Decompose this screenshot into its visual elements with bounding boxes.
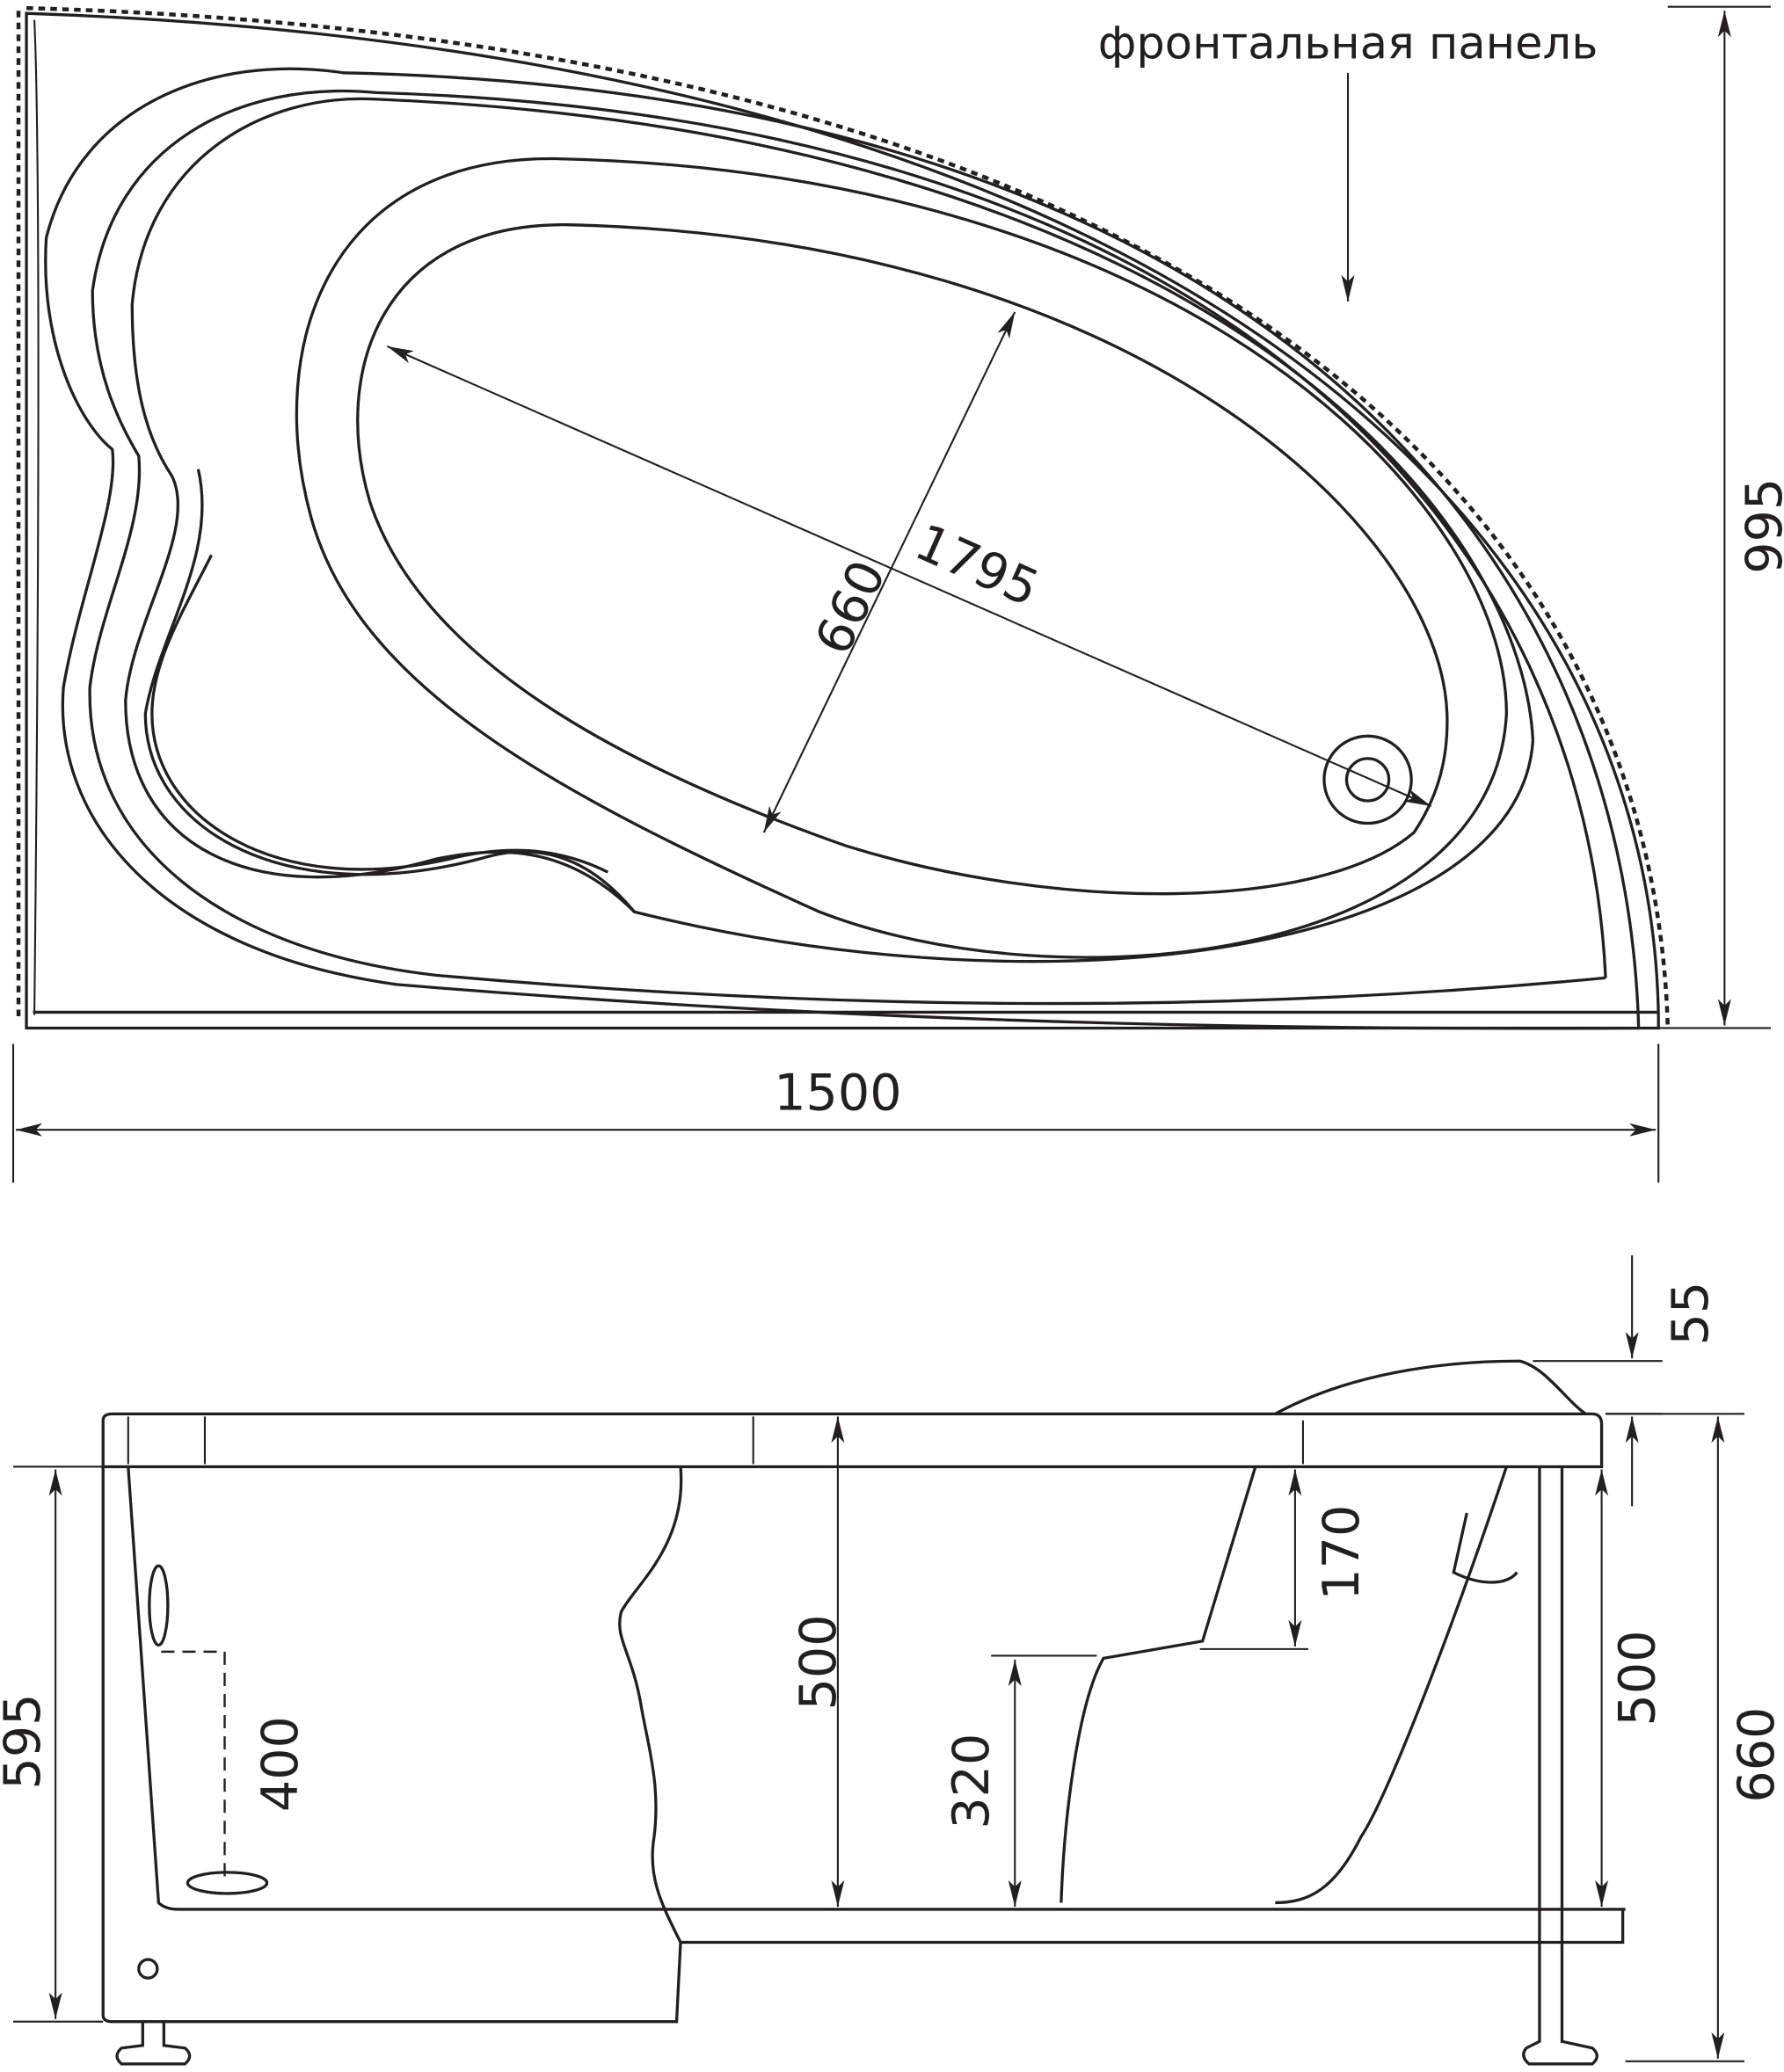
front-panel-label: фронтальная панель	[1098, 18, 1598, 69]
drain-outer	[1322, 734, 1413, 825]
basin-bottom	[356, 223, 1449, 896]
depth-label: 995	[1736, 478, 1784, 574]
headrest-height-label: 55	[1662, 1282, 1720, 1346]
depth-center-label: 500	[790, 1614, 848, 1710]
dim-line-basin-length	[386, 345, 1432, 807]
panel-body	[101, 1466, 683, 2024]
width-label: 1500	[774, 1065, 901, 1123]
basin-rim	[295, 156, 1509, 959]
rim-outer	[44, 67, 1641, 1030]
depth-right-label: 500	[1609, 1630, 1667, 1726]
left-height-label: 595	[0, 1694, 52, 1790]
front-panel-edge	[16, 5, 1670, 1026]
seat-profile	[1059, 1465, 1508, 1905]
rim	[101, 1412, 1604, 1469]
drain-outlet-icon	[186, 1871, 269, 1895]
basin-length-label: 1795	[907, 513, 1047, 618]
overflow-icon	[148, 1564, 170, 1647]
left-leg	[115, 2021, 192, 2066]
right-leg	[1522, 1466, 1598, 2066]
headrest	[1274, 1359, 1587, 1415]
drain-icon	[1344, 757, 1391, 803]
seat-height-label: 320	[943, 1734, 1001, 1829]
top-view: 1795 660 фронтальная панель 995 1500	[11, 5, 1784, 1183]
basin-width-label: 660	[805, 552, 898, 664]
overflow-height-label: 400	[251, 1716, 309, 1812]
dim-line-basin-width	[762, 311, 1016, 833]
total-height-label: 660	[1728, 1707, 1784, 1803]
seat-area	[143, 469, 636, 913]
side-view: 55 660 500 500 170 320 400 595	[0, 1254, 1784, 2066]
adjust-screw-icon	[137, 1958, 159, 1980]
seat-to-rim-label: 170	[1313, 1505, 1371, 1601]
